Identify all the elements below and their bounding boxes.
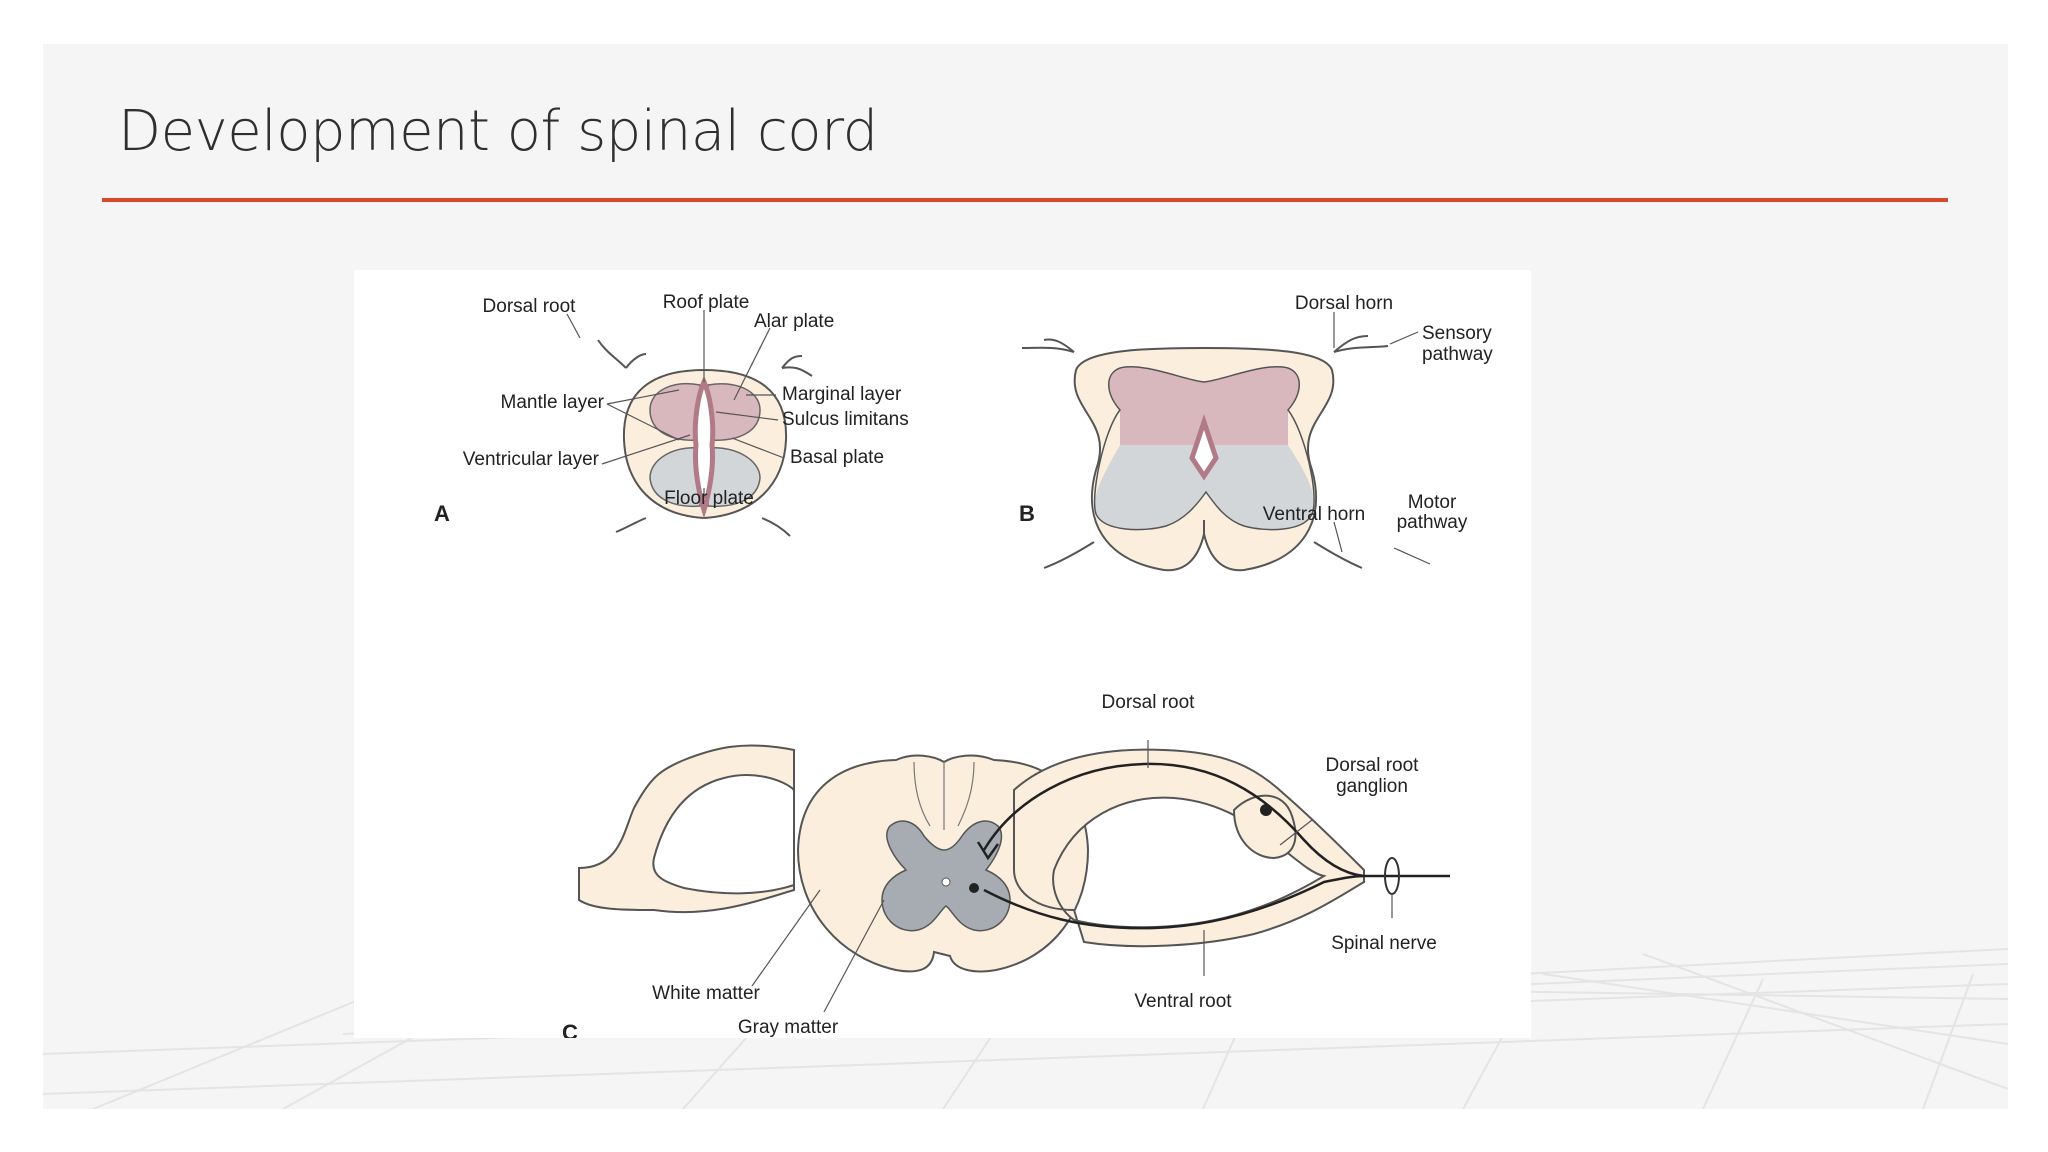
panel-a-letter: A <box>434 501 450 526</box>
panel-b-label-ventral-horn: Ventral horn <box>1263 504 1365 525</box>
slide-title: Development of spinal cord <box>118 99 878 164</box>
panel-c-label-white-matter: White matter <box>652 983 760 1004</box>
panel-a: Dorsal root Roof plate Alar plate Mantle… <box>434 292 909 537</box>
panel-c-left-nerve-loop <box>578 744 795 914</box>
panel-b-label-motor-line1: Motor <box>1408 492 1457 513</box>
panel-b: Dorsal horn Sensory pathway Ventral horn… <box>1019 293 1493 572</box>
panel-b-label-sensory-line1: Sensory <box>1422 323 1492 344</box>
panel-a-basal-plate-left <box>649 447 701 508</box>
panel-b-ventral-region <box>1094 445 1315 530</box>
panel-b-label-sensory-line2: pathway <box>1422 344 1493 365</box>
panel-b-label-motor-line2: pathway <box>1397 512 1468 533</box>
panel-c-gray-matter <box>881 820 1011 932</box>
panel-b-letter: B <box>1019 501 1035 526</box>
panel-c-letter: C <box>562 1020 578 1038</box>
panel-a-label-sulcus-limitans: Sulcus limitans <box>782 409 909 430</box>
panel-a-alar-plate-right <box>707 383 761 441</box>
panel-b-dorsal-region <box>1108 366 1300 445</box>
panel-a-label-ventricular-layer: Ventricular layer <box>463 449 600 470</box>
panel-a-ventricle <box>692 375 716 519</box>
panel-c-label-spinal-nerve: Spinal nerve <box>1331 933 1437 954</box>
panel-c-label-ganglion-line2: ganglion <box>1336 776 1408 797</box>
slide: Development of spinal cord <box>43 44 2008 1109</box>
panel-c-label-ventral-root: Ventral root <box>1134 991 1232 1012</box>
panel-b-label-dorsal-horn: Dorsal horn <box>1295 293 1393 314</box>
panel-a-label-alar-plate: Alar plate <box>754 311 834 332</box>
panel-c-label-ganglion-line1: Dorsal root <box>1326 755 1420 776</box>
figure-svg: Dorsal root Roof plate Alar plate Mantle… <box>434 292 1493 1045</box>
spinal-cord-figure: Dorsal root Roof plate Alar plate Mantle… <box>354 270 1531 1045</box>
panel-a-label-mantle-layer: Mantle layer <box>501 392 605 413</box>
panel-a-label-floor-plate: Floor plate <box>664 488 754 509</box>
panel-c-label-dorsal-root: Dorsal root <box>1102 692 1196 713</box>
panel-a-label-roof-plate: Roof plate <box>663 292 750 313</box>
panel-c: Dorsal root Dorsal root ganglion Spinal … <box>562 692 1450 1045</box>
panel-b-central-canal <box>1189 414 1219 481</box>
panel-c-label-gray-matter: Gray matter <box>738 1017 839 1038</box>
panel-a-label-dorsal-root: Dorsal root <box>483 296 577 317</box>
panel-a-label-marginal-layer: Marginal layer <box>782 384 902 405</box>
panel-a-label-basal-plate: Basal plate <box>790 447 884 468</box>
panel-a-basal-plate-right <box>707 447 761 508</box>
title-rule <box>102 198 1948 202</box>
panel-a-alar-plate-left <box>649 383 701 441</box>
